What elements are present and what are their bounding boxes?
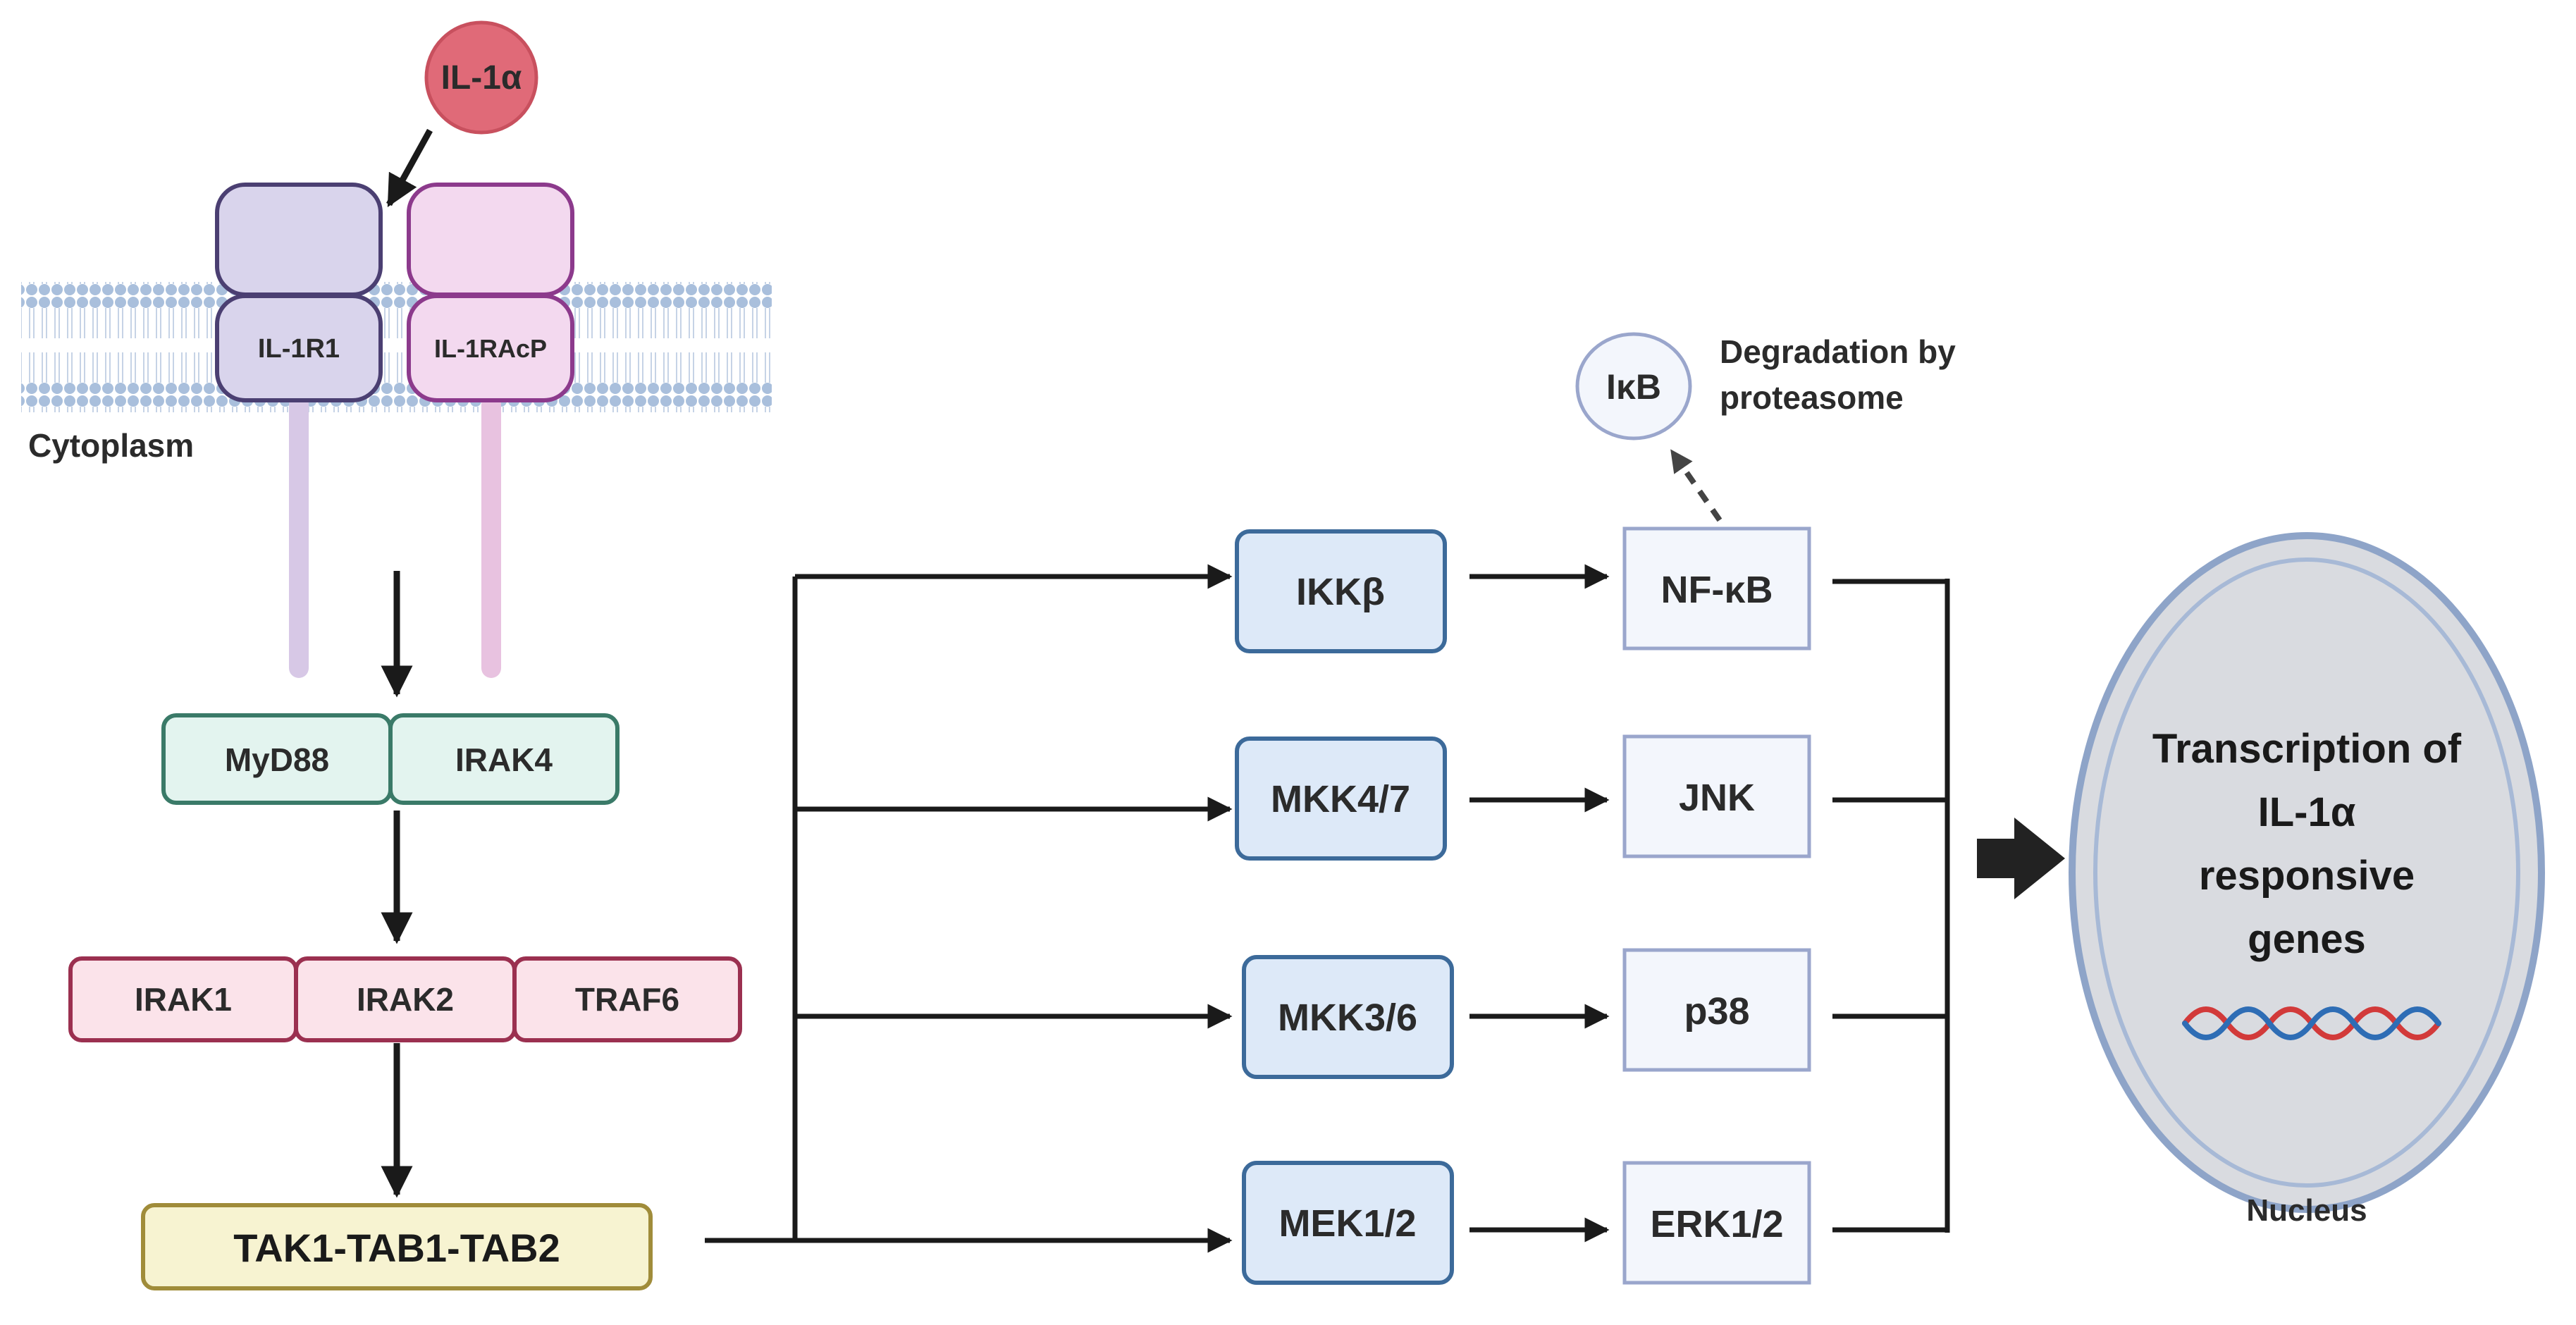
- degradation-line2: proteasome: [1720, 379, 1904, 416]
- p38-box: [1622, 948, 1811, 1072]
- erk12-box: [1622, 1161, 1811, 1285]
- mek12-label: MEK1/2: [1278, 1202, 1416, 1245]
- block-arrow-to-nucleus: [1977, 818, 2065, 899]
- myd88-label: MyD88: [225, 741, 329, 778]
- nucleus-inner-envelope: [2093, 557, 2520, 1188]
- nucleus-text-line4: genes: [2248, 916, 2366, 962]
- ikb-circle: [1575, 332, 1692, 440]
- jnk-box: [1622, 734, 1811, 858]
- traf6-box: [512, 956, 742, 1042]
- il-1racp-label: IL-1RAcP: [434, 334, 547, 363]
- cell-membrane: [21, 282, 772, 412]
- ikkb-box: [1235, 529, 1447, 653]
- dna-icon: [2182, 1006, 2441, 1040]
- nucleus-text-line2: IL-1α: [2258, 789, 2356, 835]
- nfkb-label: NF-κB: [1660, 569, 1773, 611]
- il-1r1-label: IL-1R1: [258, 334, 340, 364]
- tak1-tab1-tab2-box: [141, 1203, 653, 1290]
- mkk47-label: MKK4/7: [1271, 778, 1410, 820]
- cytoplasm-label: Cytoplasm: [28, 427, 194, 464]
- ikb-label: IκB: [1606, 367, 1661, 407]
- irak1-label: IRAK1: [135, 981, 232, 1018]
- ikkb-label: IKKβ: [1296, 571, 1385, 613]
- irak4-label: IRAK4: [455, 741, 553, 778]
- p38-label: p38: [1684, 990, 1749, 1033]
- nucleus-text-line1: Transcription of: [2152, 726, 2462, 772]
- mek12-box: [1242, 1161, 1454, 1285]
- ikb-dashed-arrow: [1669, 449, 1723, 522]
- nfkb-box: [1622, 526, 1811, 651]
- irak2-label: IRAK2: [357, 981, 454, 1018]
- mkk36-box: [1242, 955, 1454, 1079]
- degradation-line1: Degradation by: [1720, 333, 1956, 370]
- collector-bracket: [1832, 579, 1950, 1233]
- branch-connector: [705, 577, 798, 1243]
- traf6-label: TRAF6: [575, 981, 679, 1018]
- nucleus-envelope: [2069, 532, 2545, 1213]
- receptor1-tail: [289, 395, 309, 678]
- mkk36-label: MKK3/6: [1278, 997, 1417, 1039]
- effector-column: NF-κB JNK p38 ERK1/2: [1622, 526, 1811, 1285]
- mkk47-box: [1235, 737, 1447, 861]
- irak4-box: [388, 713, 620, 805]
- receptor2-tail: [481, 395, 501, 678]
- ligand-label: IL-1α: [441, 59, 522, 97]
- jnk-label: JNK: [1679, 777, 1755, 819]
- kinase-column: IKKβ MKK4/7 MKK3/6 MEK1/2: [1235, 529, 1454, 1285]
- ligand-arrow: [386, 128, 433, 207]
- erk12-label: ERK1/2: [1650, 1203, 1783, 1245]
- nucleus-text-line3: responsive: [2199, 853, 2415, 899]
- il-1a-ligand: [424, 20, 538, 135]
- nucleus-label: Nucleus: [2246, 1193, 2367, 1228]
- il-1r1-receptor: IL-1R1: [215, 183, 383, 402]
- tak-label: TAK1-TAB1-TAB2: [233, 1226, 560, 1270]
- il-1racp-receptor: IL-1RAcP: [407, 183, 574, 402]
